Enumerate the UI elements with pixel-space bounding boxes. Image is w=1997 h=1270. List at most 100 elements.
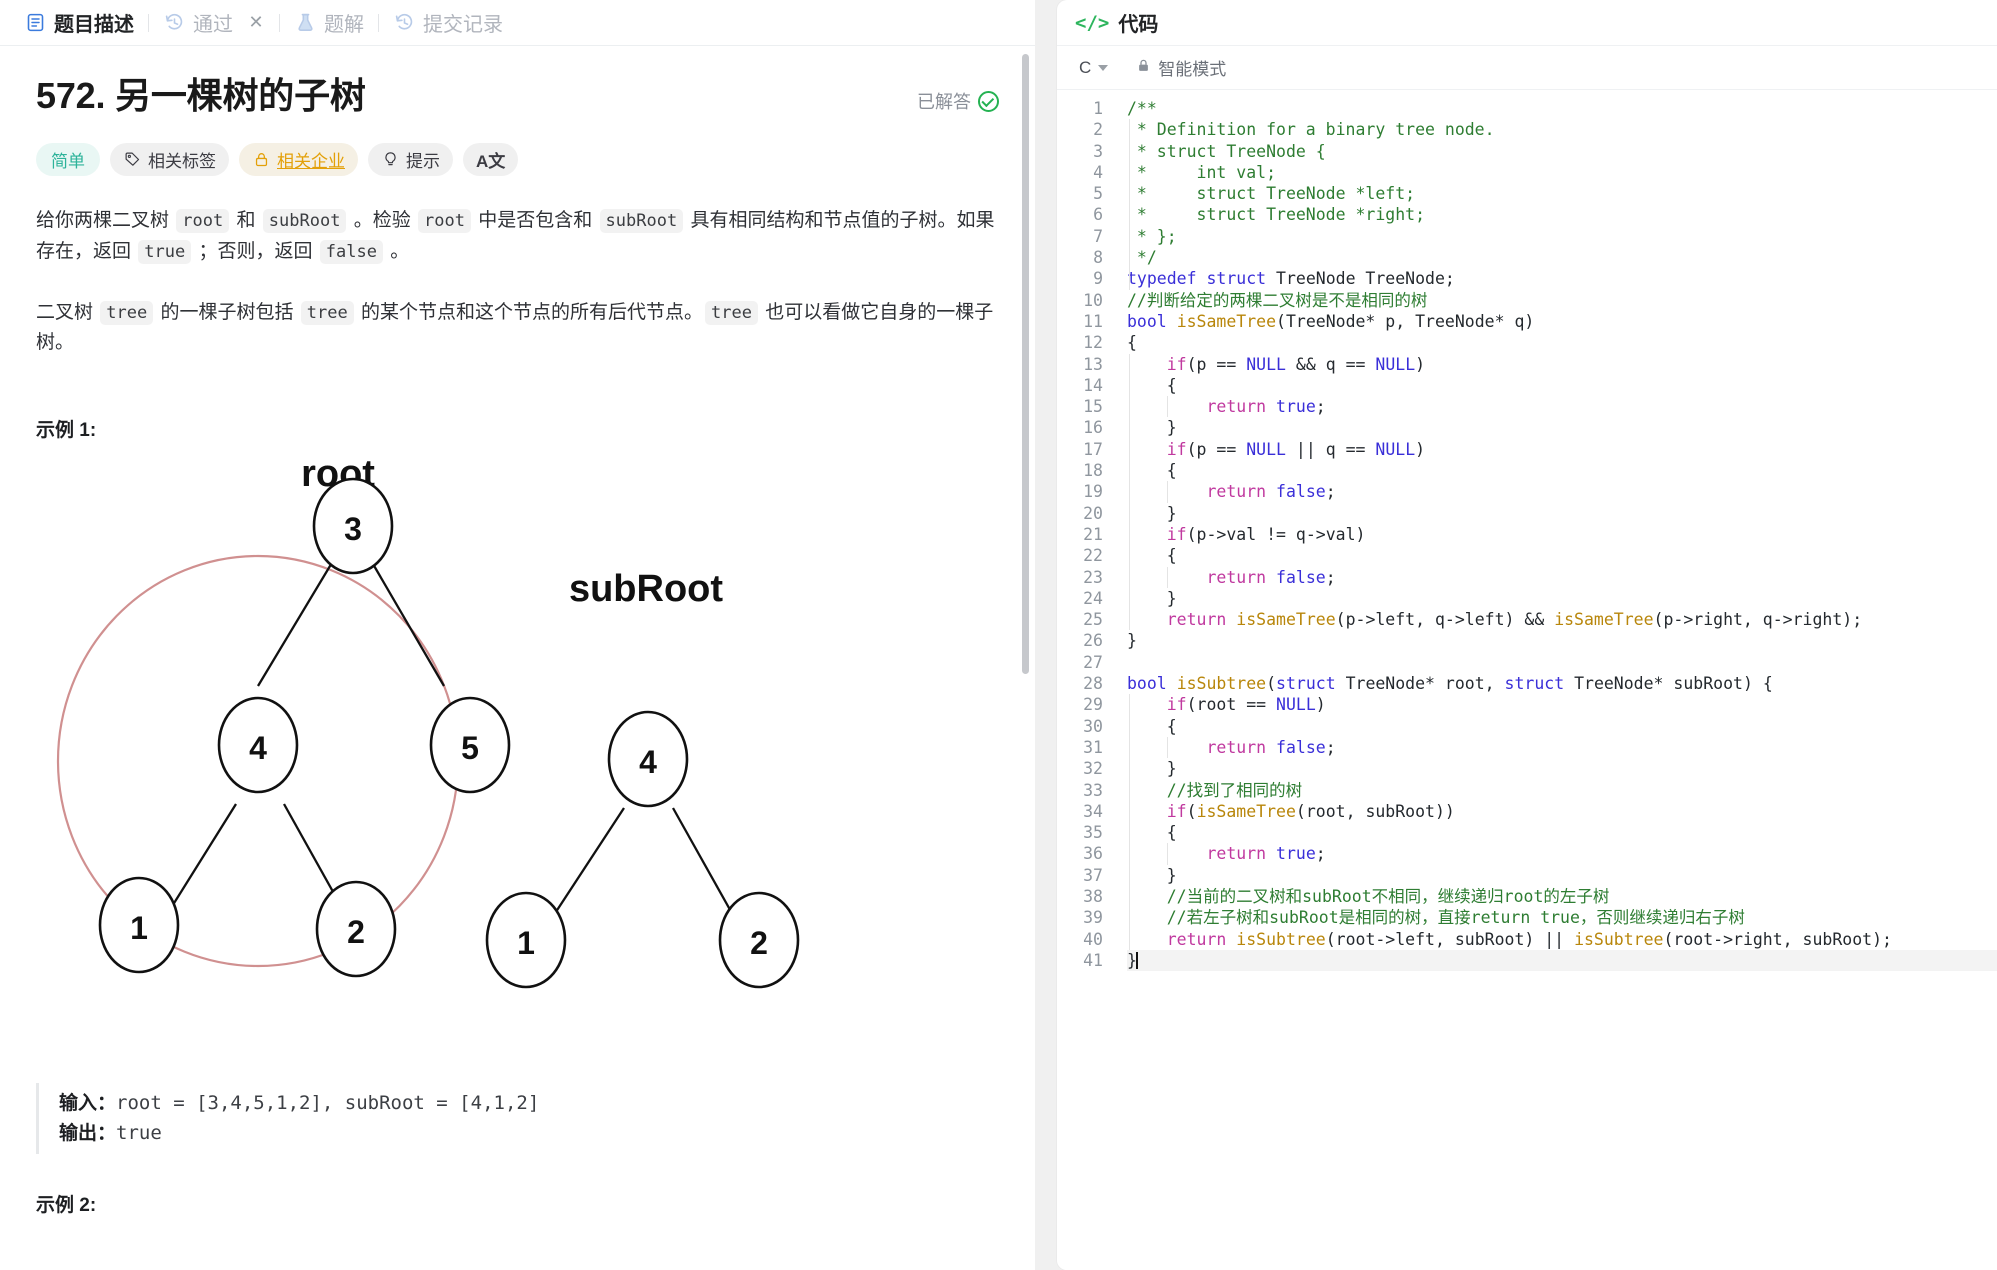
code-line[interactable]: if(p == NULL || q == NULL) [1127, 438, 1997, 461]
code-token: typedef [1127, 269, 1197, 289]
code-line[interactable]: return isSubtree(root->left, subRoot) ||… [1127, 928, 1997, 950]
code-token [1266, 397, 1276, 416]
language-selector[interactable]: C [1075, 56, 1112, 80]
smart-mode-toggle[interactable]: 智能模式 [1136, 55, 1226, 80]
code-line[interactable]: return true; [1127, 396, 1997, 418]
code-token: //找到了相同的树 [1166, 780, 1303, 800]
code-line[interactable]: { [1127, 460, 1997, 482]
code-text-area[interactable]: /** * Definition for a binary tree node.… [1115, 98, 1997, 1270]
code-token: isSubtree [1574, 929, 1664, 949]
related-tags-button[interactable]: 相关标签 [110, 143, 229, 177]
code-token: * Definition for a binary tree node. [1127, 120, 1495, 140]
code-line[interactable]: } [1127, 758, 1997, 780]
code-line[interactable]: } [1127, 630, 1997, 651]
code-token [1127, 525, 1167, 544]
code-token: NULL [1246, 354, 1286, 374]
code-line[interactable]: return false; [1127, 566, 1997, 588]
code-line[interactable]: if(root == NULL) [1127, 694, 1997, 716]
code-token: NULL [1375, 354, 1416, 374]
line-number: 34 [1083, 801, 1103, 821]
code-line[interactable]: return false; [1127, 481, 1997, 503]
code-line[interactable]: } [1127, 587, 1997, 610]
code-line[interactable]: typedef struct TreeNode TreeNode; [1127, 268, 1997, 290]
code-line[interactable]: return isSameTree(p->left, q->left) && i… [1127, 609, 1997, 631]
tab-accepted[interactable]: 通过 ✕ [153, 4, 275, 41]
language-toggle-button[interactable]: A文 [463, 143, 519, 177]
line-number: 3 [1093, 141, 1103, 161]
output-line: 输出：true [59, 1119, 999, 1148]
code-line[interactable]: //当前的二叉树和subRoot不相同，继续递归root的左子树 [1127, 885, 1997, 908]
tab-code-label: 代码 [1118, 14, 1159, 36]
code-line[interactable]: if(p->val != q->val) [1127, 523, 1997, 546]
hint-button[interactable]: 提示 [368, 143, 453, 177]
code-line[interactable]: //找到了相同的树 [1127, 779, 1997, 801]
code-line[interactable]: * struct TreeNode *left; [1127, 183, 1997, 205]
code-line[interactable]: * struct TreeNode *right; [1127, 204, 1997, 226]
check-circle-icon [978, 90, 999, 112]
history-icon [393, 12, 415, 34]
code-line[interactable]: * struct TreeNode { [1127, 140, 1997, 162]
code-line[interactable]: { [1127, 332, 1997, 353]
code-line[interactable]: return true; [1127, 843, 1997, 865]
code-token: if [1166, 354, 1187, 374]
indent-guide [1129, 907, 1130, 929]
code-token [1266, 482, 1276, 501]
tab-submissions[interactable]: 提交记录 [383, 4, 513, 41]
code-line[interactable]: } [1127, 502, 1997, 524]
code-line[interactable]: return false; [1127, 736, 1997, 759]
code-line[interactable]: } [1127, 949, 1997, 972]
tab-solutions-label: 题解 [324, 14, 364, 36]
code-line[interactable]: { [1127, 374, 1997, 397]
indent-guide [1129, 247, 1130, 269]
code-line[interactable]: if(isSameTree(root, subRoot)) [1127, 800, 1997, 823]
close-icon[interactable]: ✕ [248, 12, 264, 32]
code-line[interactable]: //若左子树和subRoot是相同的树，直接return true，否则继续递归… [1127, 907, 1997, 929]
hint-label: 提示 [406, 152, 440, 172]
related-tags-label: 相关标签 [148, 152, 216, 172]
code-line[interactable]: { [1127, 822, 1997, 844]
difficulty-label: 简单 [51, 152, 85, 172]
code-line[interactable]: { [1127, 545, 1997, 567]
indent-guide [1129, 417, 1130, 439]
code-token: * struct TreeNode *left; [1127, 184, 1416, 204]
difficulty-badge[interactable]: 简单 [36, 143, 100, 177]
code-token [1127, 930, 1167, 949]
example-2-heading: 示例 2: [36, 1195, 97, 1217]
code-line[interactable]: //判断给定的两棵二叉树是不是相同的树 [1127, 290, 1997, 311]
tree-node: 2 [315, 880, 397, 978]
code-line[interactable]: * Definition for a binary tree node. [1127, 119, 1997, 141]
related-companies-button[interactable]: 相关企业 [239, 143, 358, 177]
code-line[interactable]: bool isSameTree(TreeNode* p, TreeNode* q… [1127, 311, 1997, 332]
line-number: 38 [1083, 886, 1103, 906]
code-token: //当前的二叉树和subRoot不相同，继续递归root的左子树 [1166, 886, 1610, 906]
tree-node: 5 [429, 696, 511, 794]
indent-guide [1129, 928, 1130, 950]
code-line[interactable]: if(p == NULL && q == NULL) [1127, 353, 1997, 375]
indent-guide [1166, 396, 1168, 418]
language-toggle-label: A文 [476, 152, 506, 172]
code-line[interactable] [1127, 652, 1997, 673]
tab-description[interactable]: 题目描述 [14, 4, 144, 41]
code-token: TreeNode* subRoot) { [1564, 674, 1773, 694]
code-line[interactable]: bool isSubtree(struct TreeNode* root, st… [1127, 673, 1997, 694]
panel-divider[interactable] [1035, 0, 1057, 1270]
code-token: (root == [1186, 695, 1277, 715]
code-token: if [1166, 801, 1187, 821]
code-line[interactable]: { [1127, 715, 1997, 737]
code-token: isSameTree [1554, 610, 1654, 630]
tab-solutions[interactable]: 题解 [284, 4, 374, 41]
code-line[interactable]: /** [1127, 98, 1997, 119]
code-line[interactable]: * }; [1127, 225, 1997, 248]
code-token: */ [1127, 248, 1157, 268]
code-line[interactable]: * int val; [1127, 161, 1997, 184]
code-token: if [1166, 439, 1187, 459]
inline-code: true [138, 239, 192, 264]
indent-guide [1129, 800, 1130, 823]
code-line[interactable]: */ [1127, 247, 1997, 269]
code-line[interactable]: } [1127, 864, 1997, 886]
code-token: //若左子树和subRoot是相同的树，直接return true，否则继续递归… [1166, 908, 1745, 928]
problem-scrollbar[interactable] [1022, 54, 1029, 674]
code-line[interactable]: } [1127, 417, 1997, 439]
